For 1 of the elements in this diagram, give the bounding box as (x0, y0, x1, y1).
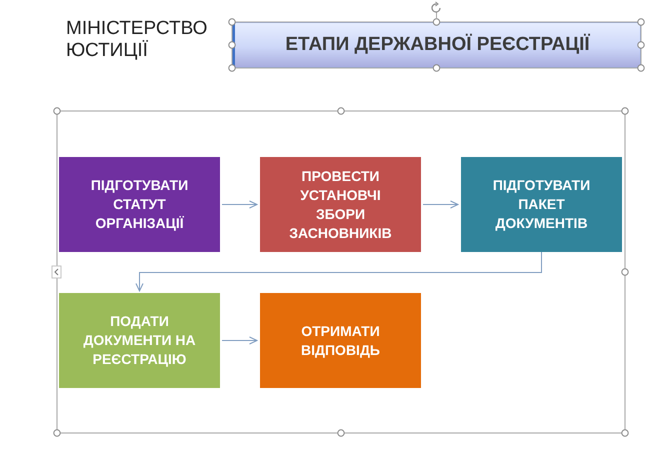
ministry-name: МІНІСТЕРСТВО ЮСТИЦІЇ (66, 18, 208, 62)
